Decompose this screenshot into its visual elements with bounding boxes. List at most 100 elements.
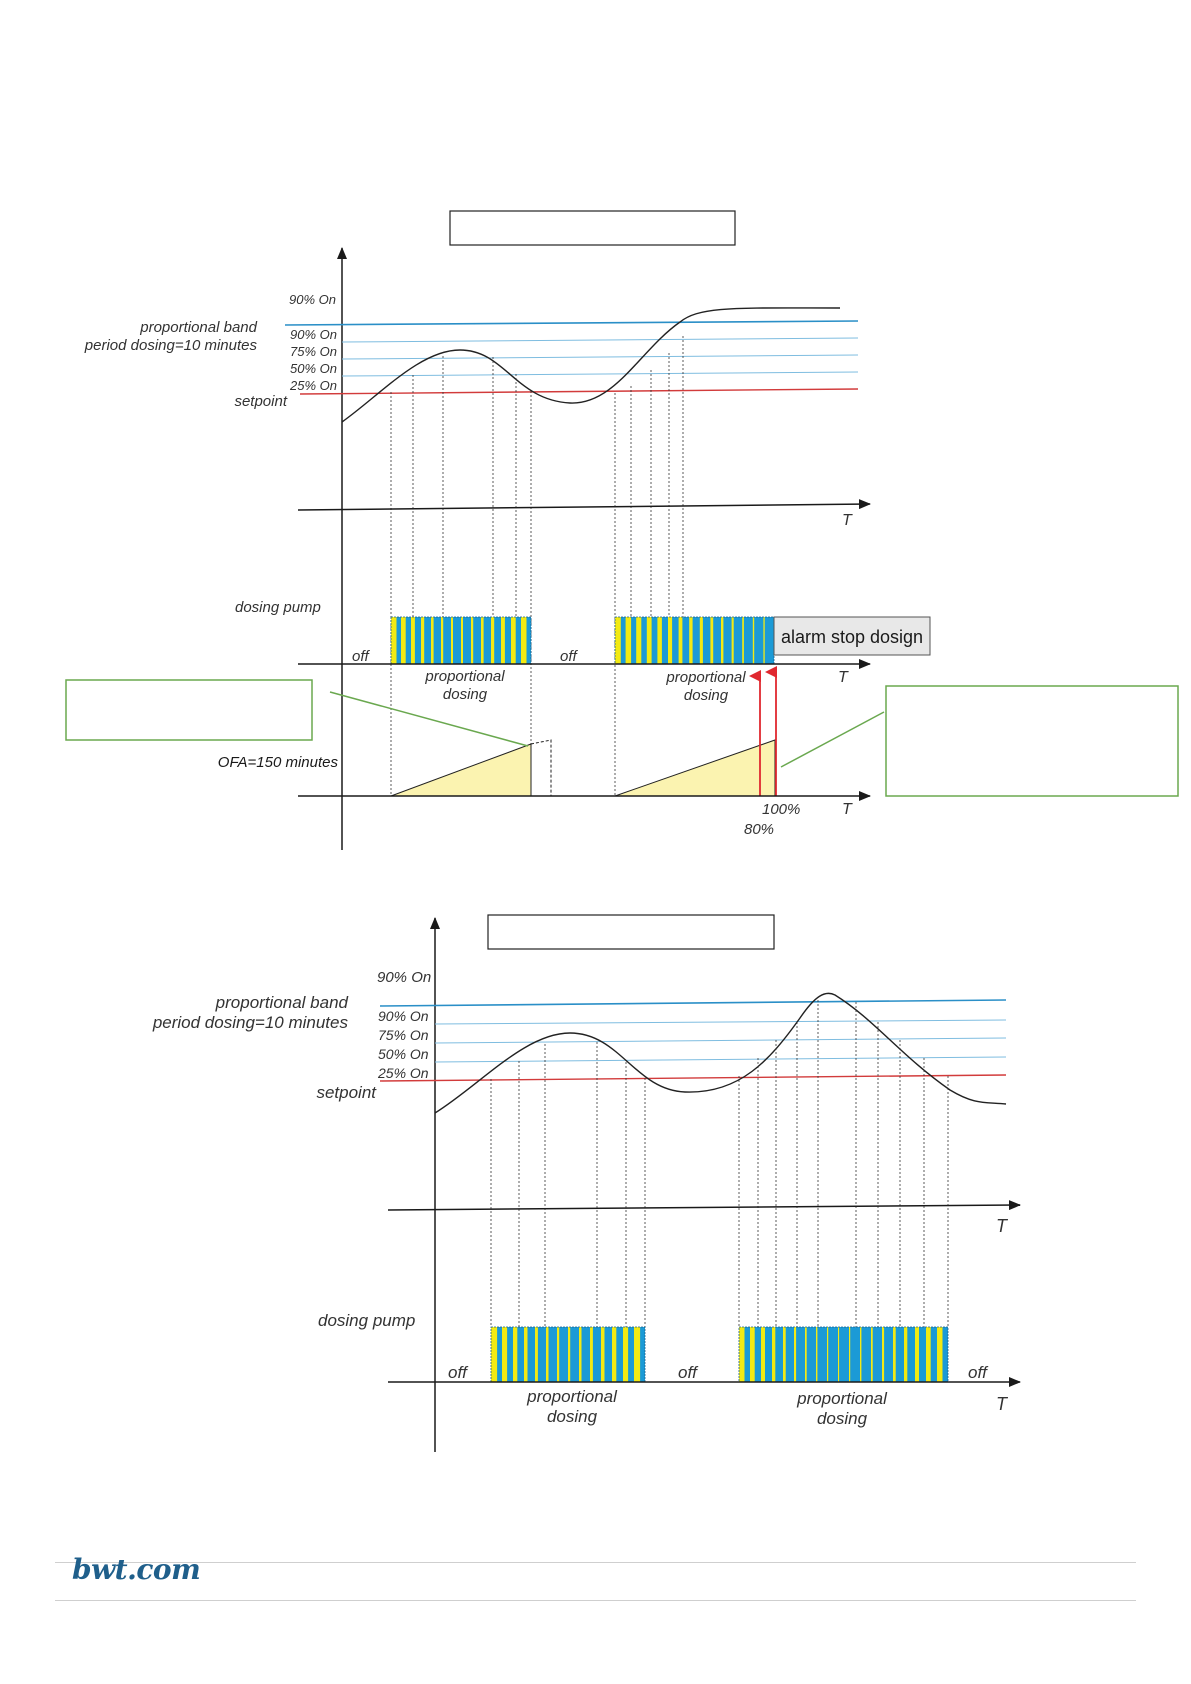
drop-lines-1	[390, 336, 684, 796]
level-50-line-2	[434, 1056, 1007, 1063]
footer-rule-bottom	[55, 1600, 1136, 1601]
prop-dosing-1a-l1: proportional	[424, 668, 505, 685]
pulse-on-segment	[491, 617, 495, 664]
pulse-on-segment	[636, 617, 642, 664]
ofa-ramp-1a	[390, 743, 532, 797]
pulse-on-segment	[750, 1327, 755, 1382]
pump-axis-label-2: T	[996, 1394, 1009, 1414]
pulse-on-segment	[461, 617, 463, 664]
pulse-on-segment	[502, 1327, 508, 1382]
dosing-pump-label-1: dosing pump	[235, 599, 321, 616]
prop-dosing-2a-l1: proportional	[526, 1387, 618, 1406]
pulse-on-segment	[421, 617, 425, 664]
pulse-train-2b	[738, 1326, 949, 1383]
pulse-on-segment	[838, 1327, 840, 1382]
pct-100-label: 100%	[762, 801, 800, 818]
pulse-train-background	[615, 617, 774, 664]
setpoint-line-2	[379, 1074, 1007, 1082]
time-axis-2	[387, 1200, 1021, 1211]
band-label-1b: period dosing=10 minutes	[84, 337, 258, 354]
pulse-on-segment	[731, 617, 734, 664]
pulse-on-segment	[401, 617, 406, 664]
pulse-on-segment	[491, 1327, 498, 1382]
ofa-ramp-1b	[614, 739, 776, 797]
pulse-on-segment	[524, 1327, 528, 1382]
pulse-on-segment	[699, 617, 703, 664]
pulse-on-segment	[763, 617, 765, 664]
pulse-on-segment	[752, 617, 755, 664]
pulse-on-segment	[827, 1327, 829, 1382]
pulse-on-segment	[710, 617, 714, 664]
pulse-on-segment	[742, 617, 744, 664]
prop-dosing-2b-l1: proportional	[796, 1389, 888, 1408]
pulse-on-segment	[937, 1327, 943, 1382]
pulse-on-segment	[668, 617, 673, 664]
pulse-on-segment	[471, 617, 474, 664]
band-top-line-2	[379, 999, 1007, 1007]
prop-dosing-2b-l2: dosing	[817, 1409, 868, 1428]
ofa-axis-label-1: T	[842, 801, 853, 818]
dosing-pump-label-2: dosing pump	[318, 1311, 415, 1330]
pulse-on-segment	[557, 1327, 560, 1382]
pulse-on-segment	[783, 1327, 786, 1382]
pulse-on-segment	[739, 1327, 745, 1382]
pulse-on-segment	[794, 1327, 797, 1382]
off-label-1a: off	[352, 648, 371, 665]
level-90-line-1	[341, 337, 859, 343]
pulse-train-2a	[490, 1326, 646, 1383]
time-axis-1	[297, 499, 871, 511]
level-75-label-2: 75% On	[378, 1027, 429, 1043]
pulse-on-segment	[535, 1327, 538, 1382]
pulse-on-segment	[882, 1327, 885, 1382]
pulse-on-segment	[689, 617, 693, 664]
pulse-on-segment	[646, 617, 652, 664]
level-25-label-1: 25% On	[289, 378, 337, 393]
signal-curve-1	[341, 307, 841, 423]
callout-right-box	[885, 685, 1179, 797]
pulse-on-segment	[411, 617, 415, 664]
level-50-label-1: 50% On	[290, 361, 337, 376]
time-axis-label-2: T	[996, 1216, 1009, 1236]
pulse-on-segment	[513, 1327, 518, 1382]
callout-right-leader	[780, 711, 885, 768]
pulse-on-segment	[926, 1327, 931, 1382]
prop-dosing-1b-l2: dosing	[684, 687, 729, 704]
setpoint-label-1: setpoint	[234, 393, 287, 410]
pulse-on-segment	[772, 1327, 776, 1382]
band-label-2a: proportional band	[215, 993, 349, 1012]
level-top-label-1: 90% On	[289, 292, 336, 307]
pulse-on-segment	[657, 617, 662, 664]
pulse-on-segment	[579, 1327, 582, 1382]
drop-lines-2	[490, 1000, 949, 1327]
level-90-label-1: 90% On	[290, 327, 337, 342]
pump-axis-label-1: T	[838, 669, 849, 686]
pulse-on-segment	[893, 1327, 896, 1382]
prop-dosing-1a-l2: dosing	[443, 686, 488, 703]
pulse-on-segment	[501, 617, 505, 664]
pulse-on-segment	[625, 617, 632, 664]
pulse-on-segment	[849, 1327, 851, 1382]
pulse-on-segment	[634, 1327, 641, 1382]
pulse-on-segment	[761, 1327, 765, 1382]
ofa-ramp-1a-dashed	[530, 739, 552, 796]
pulse-on-segment	[816, 1327, 818, 1382]
pulse-on-segment	[860, 1327, 862, 1382]
off-label-1b: off	[560, 648, 579, 665]
ofa-label: OFA=150 minutes	[218, 754, 339, 771]
level-50-line-1	[341, 371, 859, 377]
diagram-1-title-box	[449, 210, 736, 246]
pulse-on-segment	[481, 617, 484, 664]
off-label-2c: off	[968, 1363, 989, 1382]
pulse-on-segment	[568, 1327, 571, 1382]
level-25-label-2: 25% On	[377, 1065, 429, 1081]
pulse-on-segment	[511, 617, 516, 664]
pulse-on-segment	[546, 1327, 549, 1382]
bwt-logo[interactable]: bwt.com	[72, 1553, 201, 1586]
band-label-1a: proportional band	[139, 319, 257, 336]
pulse-on-segment	[590, 1327, 593, 1382]
pulse-on-segment	[871, 1327, 873, 1382]
level-90-line-2	[434, 1019, 1007, 1025]
pulse-on-segment	[521, 617, 527, 664]
callout-left-box	[65, 679, 313, 741]
